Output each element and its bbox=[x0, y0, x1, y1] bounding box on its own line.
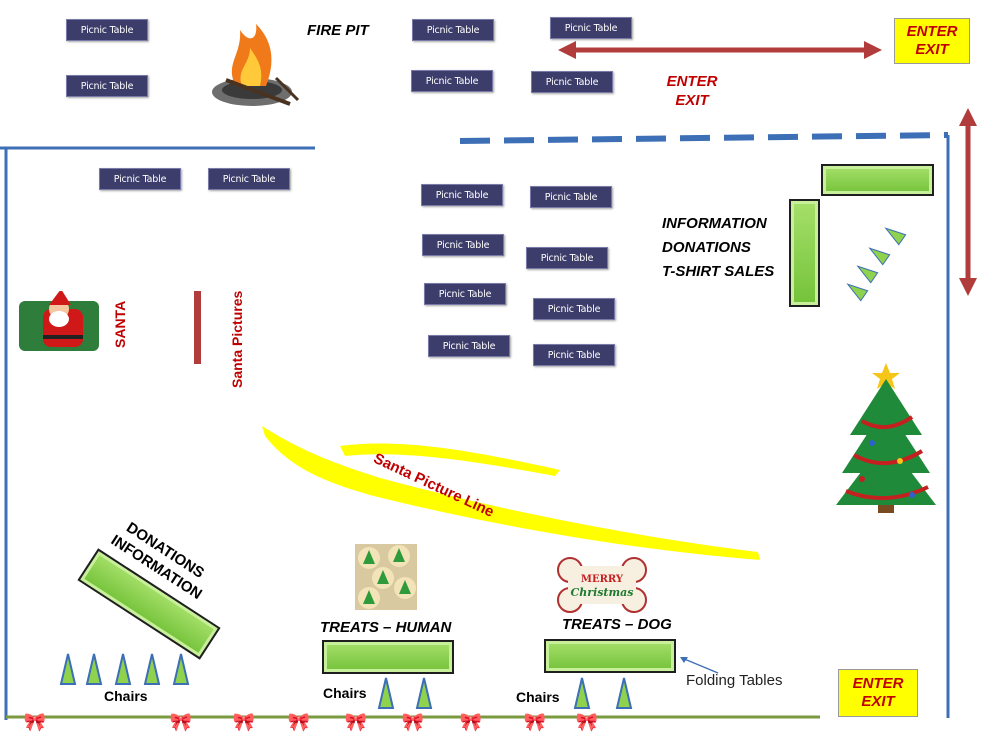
christmas-text: Christmas bbox=[571, 586, 634, 599]
chair-icons bbox=[846, 227, 907, 302]
treats-human-table bbox=[322, 640, 454, 674]
santa-label: SANTA bbox=[112, 300, 128, 348]
enter-text: ENTER bbox=[906, 23, 958, 40]
merry-text: MERRY bbox=[581, 574, 624, 585]
picnic-table: Picnic Table bbox=[421, 184, 503, 206]
treats-dog-label: TREATS – DOG bbox=[562, 616, 672, 633]
santa-icon bbox=[19, 291, 99, 351]
picnic-table: Picnic Table bbox=[208, 168, 290, 190]
folding-table bbox=[821, 164, 934, 196]
exit-text: EXIT bbox=[861, 693, 895, 710]
fire-pit-label: FIRE PIT bbox=[307, 22, 369, 39]
picnic-table: Picnic Table bbox=[533, 344, 615, 366]
picnic-table: Picnic Table bbox=[411, 70, 493, 92]
wall-dashed bbox=[459, 132, 949, 144]
enter-exit-top-right: ENTER EXIT bbox=[894, 18, 970, 64]
bow-icon: 🎀 bbox=[23, 712, 47, 732]
picnic-table: Picnic Table bbox=[66, 19, 148, 41]
dog-bone-icon: MERRY Christmas bbox=[557, 557, 647, 613]
exit-text: EXIT bbox=[675, 92, 709, 109]
bow-icon: 🎀 bbox=[459, 712, 483, 732]
donations-text: DONATIONS bbox=[662, 239, 751, 256]
enter-text: ENTER bbox=[852, 675, 904, 692]
treats-dog-table bbox=[544, 639, 676, 673]
picnic-table: Picnic Table bbox=[550, 17, 632, 39]
chair-icons bbox=[377, 677, 433, 709]
fire-pit-icon bbox=[212, 24, 300, 106]
bow-icon: 🎀 bbox=[401, 712, 425, 732]
picnic-table: Picnic Table bbox=[66, 75, 148, 97]
santa-pictures-label: Santa Pictures bbox=[229, 290, 245, 388]
santa-picture-line-branch bbox=[340, 443, 560, 476]
double-arrow-horizontal bbox=[558, 41, 882, 59]
picnic-table: Picnic Table bbox=[424, 283, 506, 305]
chair-icons bbox=[573, 677, 633, 709]
bow-icon: 🎀 bbox=[523, 712, 547, 732]
chairs-label: Chairs bbox=[104, 688, 148, 704]
folding-tables-pointer bbox=[680, 657, 719, 674]
chairs-label: Chairs bbox=[323, 685, 367, 701]
enter-exit-bottom-right: ENTER EXIT bbox=[838, 669, 918, 717]
exit-text: EXIT bbox=[915, 41, 949, 58]
picnic-table: Picnic Table bbox=[526, 247, 608, 269]
folding-tables-label: Folding Tables bbox=[686, 672, 783, 689]
folding-table bbox=[789, 199, 820, 307]
picnic-table: Picnic Table bbox=[422, 234, 504, 256]
treats-human-label: TREATS – HUMAN bbox=[320, 619, 452, 636]
picnic-table: Picnic Table bbox=[530, 186, 612, 208]
chair-icons bbox=[59, 653, 190, 685]
picnic-table: Picnic Table bbox=[428, 335, 510, 357]
picnic-table: Picnic Table bbox=[533, 298, 615, 320]
cookies-icon bbox=[355, 544, 417, 610]
santa-picture-line-shape bbox=[262, 426, 760, 560]
bow-icon: 🎀 bbox=[287, 712, 311, 732]
santa-backdrop bbox=[194, 291, 201, 364]
info-donations-tshirt-label: INFORMATION DONATIONS T-SHIRT SALES bbox=[662, 212, 774, 284]
enter-exit-label: ENTER EXIT bbox=[662, 72, 722, 110]
information-text: INFORMATION bbox=[662, 215, 767, 232]
picnic-table: Picnic Table bbox=[412, 19, 494, 41]
picnic-table: Picnic Table bbox=[99, 168, 181, 190]
bow-icon: 🎀 bbox=[344, 712, 368, 732]
bow-icon: 🎀 bbox=[232, 712, 256, 732]
christmas-tree-icon bbox=[836, 363, 936, 513]
bow-icon: 🎀 bbox=[575, 712, 599, 732]
bow-icon: 🎀 bbox=[169, 712, 193, 732]
chairs-label: Chairs bbox=[516, 689, 560, 705]
enter-text: ENTER bbox=[666, 73, 718, 90]
picnic-table: Picnic Table bbox=[531, 71, 613, 93]
tshirt-sales-text: T-SHIRT SALES bbox=[662, 263, 775, 280]
double-arrow-vertical bbox=[959, 108, 977, 296]
